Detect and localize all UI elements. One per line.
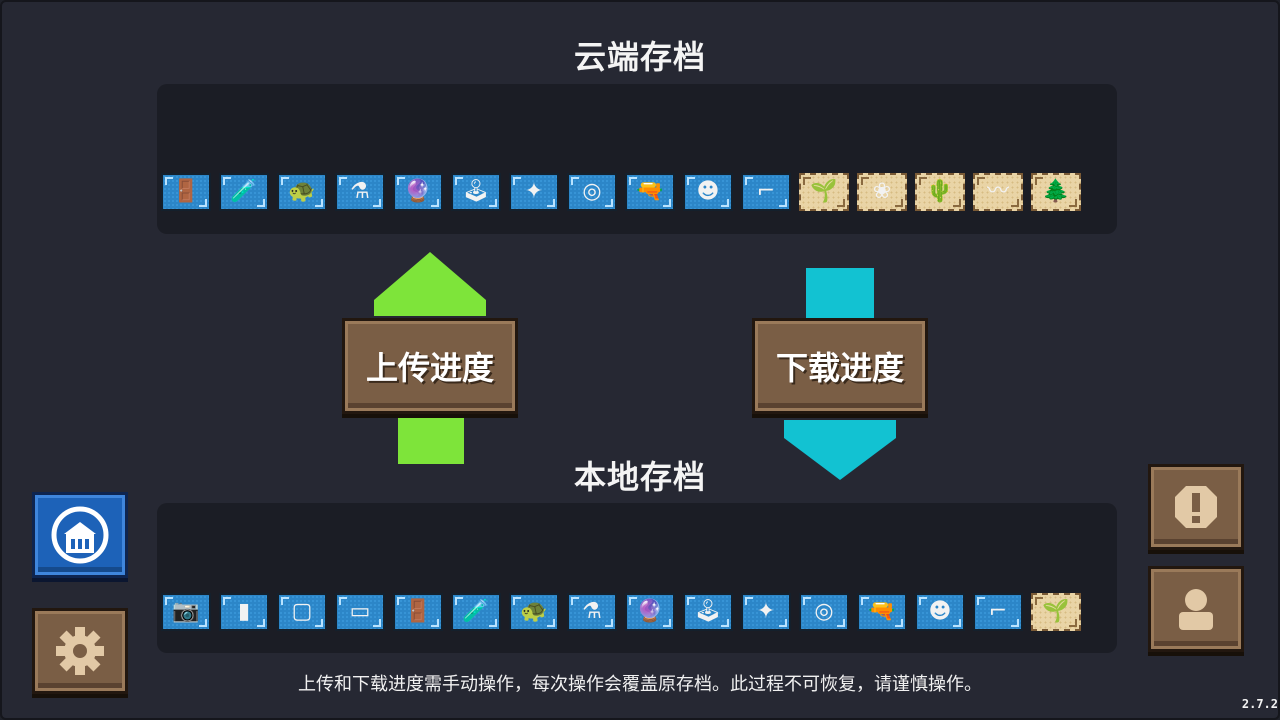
blue-flower-plant-icon: ❀ [872, 179, 892, 204]
purple-potion-icon: 🔮 [636, 599, 664, 624]
cloud-item-slot[interactable]: 🚪 [161, 173, 211, 211]
local-item-slot[interactable]: ▢ [277, 593, 327, 631]
door-icon: 🚪 [404, 599, 432, 624]
local-item-slot[interactable]: ◎ [799, 593, 849, 631]
red-potion-icon: ⚗ [582, 599, 602, 624]
blue-potion-icon: 🧪 [462, 599, 490, 624]
local-slot-row: 📷 ▮ ▢ ▭ 🚪 🧪 🐢 ⚗ 🔮 🕹 ✦ ◎ 🔫 ☻ ⌐ 🌱 [161, 593, 1081, 631]
cloud-item-slot[interactable]: 🌲 [1031, 173, 1081, 211]
local-save-title: 本地存档 [573, 458, 706, 496]
turtle-icon: 🐢 [288, 179, 316, 204]
battery-device-icon: ▮ [237, 599, 251, 624]
sprout-plant-icon: 🌱 [810, 179, 838, 204]
cloud-item-slot[interactable]: 🔫 [625, 173, 675, 211]
cloud-item-slot[interactable]: 〰 [973, 173, 1023, 211]
cloud-item-slot[interactable]: ❀ [857, 173, 907, 211]
skull-mascot-icon: ☻ [928, 599, 952, 624]
warning-note: 上传和下载进度需手动操作，每次操作会覆盖原存档。此过程不可恢复，请谨慎操作。 [298, 674, 982, 695]
cloud-item-slot[interactable]: ⌐ [741, 173, 791, 211]
local-item-slot[interactable]: ⌐ [973, 593, 1023, 631]
local-item-slot[interactable]: 🚪 [393, 593, 443, 631]
download-arrow-icon [784, 268, 896, 480]
arcade-machine-icon: 🕹 [694, 599, 722, 624]
green-gun-icon: ⌐ [756, 179, 776, 204]
cloud-item-slot[interactable]: 🕹 [451, 173, 501, 211]
purple-potion-icon: 🔮 [404, 179, 432, 204]
upload-progress-button[interactable]: 上传进度 [342, 318, 518, 414]
blue-potion-icon: 🧪 [230, 179, 258, 204]
door-icon: 🚪 [172, 179, 200, 204]
user-icon [1179, 589, 1213, 630]
cloud-item-slot[interactable]: ◎ [567, 173, 617, 211]
version-label: 2.7.2 [1241, 697, 1278, 711]
shield-icon: ◎ [814, 599, 834, 624]
shuriken-icon: ✦ [524, 179, 544, 204]
shield-icon: ◎ [582, 179, 602, 204]
local-item-slot[interactable]: 🔮 [625, 593, 675, 631]
vine-plant-icon: 〰 [986, 179, 1009, 204]
download-progress-button[interactable]: 下载进度 [752, 318, 928, 414]
red-gun-icon: 🔫 [636, 179, 664, 204]
skull-mascot-icon: ☻ [696, 179, 720, 204]
cloud-item-slot[interactable]: ⚗ [335, 173, 385, 211]
local-item-slot[interactable]: ▭ [335, 593, 385, 631]
camera-icon: 📷 [172, 599, 200, 624]
cactus-plant-icon: 🌵 [926, 179, 954, 204]
gear-icon [56, 627, 104, 675]
cloud-slot-row: 🚪 🧪 🐢 ⚗ 🔮 🕹 ✦ ◎ 🔫 ☻ ⌐ 🌱 ❀ 🌵 〰 🌲 [161, 173, 1081, 211]
tapsdk-login-button[interactable] [32, 492, 128, 578]
local-item-slot[interactable]: 📷 [161, 593, 211, 631]
settings-button[interactable] [32, 608, 128, 694]
cloud-save-title: 云端存档 [573, 38, 706, 76]
monitor-icon: ▢ [291, 599, 313, 624]
local-item-slot[interactable]: ▮ [219, 593, 269, 631]
green-gun-icon: ⌐ [988, 599, 1008, 624]
local-item-slot[interactable]: ⚗ [567, 593, 617, 631]
local-item-slot[interactable]: 🧪 [451, 593, 501, 631]
red-gun-icon: 🔫 [868, 599, 896, 624]
local-item-slot[interactable]: 🕹 [683, 593, 733, 631]
cloud-save-panel: 🚪 🧪 🐢 ⚗ 🔮 🕹 ✦ ◎ 🔫 ☻ ⌐ 🌱 ❀ 🌵 〰 🌲 [157, 84, 1117, 234]
arcade-machine-icon: 🕹 [462, 179, 490, 204]
blue-tree-plant-icon: 🌲 [1042, 179, 1070, 204]
local-item-slot[interactable]: ✦ [741, 593, 791, 631]
glass-tank-icon: ▭ [349, 599, 371, 624]
local-save-panel: 📷 ▮ ▢ ▭ 🚪 🧪 🐢 ⚗ 🔮 🕹 ✦ ◎ 🔫 ☻ ⌐ 🌱 [157, 503, 1117, 653]
cloud-item-slot[interactable]: ☻ [683, 173, 733, 211]
notice-button[interactable] [1148, 464, 1244, 550]
exclamation-icon [1175, 486, 1217, 528]
local-item-slot[interactable]: 🌱 [1031, 593, 1081, 631]
local-item-slot[interactable]: 🐢 [509, 593, 559, 631]
cloud-item-slot[interactable]: ✦ [509, 173, 559, 211]
local-item-slot[interactable]: 🔫 [857, 593, 907, 631]
cloud-item-slot[interactable]: 🐢 [277, 173, 327, 211]
red-potion-icon: ⚗ [350, 179, 370, 204]
cloud-item-slot[interactable]: 🔮 [393, 173, 443, 211]
turtle-icon: 🐢 [520, 599, 548, 624]
local-item-slot[interactable]: ☻ [915, 593, 965, 631]
cloud-item-slot[interactable]: 🧪 [219, 173, 269, 211]
shuriken-icon: ✦ [756, 599, 776, 624]
cloud-item-slot[interactable]: 🌱 [799, 173, 849, 211]
cloud-item-slot[interactable]: 🌵 [915, 173, 965, 211]
account-button[interactable] [1148, 566, 1244, 652]
building-logo-icon [51, 506, 109, 564]
sprout-plant-icon: 🌱 [1042, 599, 1070, 624]
